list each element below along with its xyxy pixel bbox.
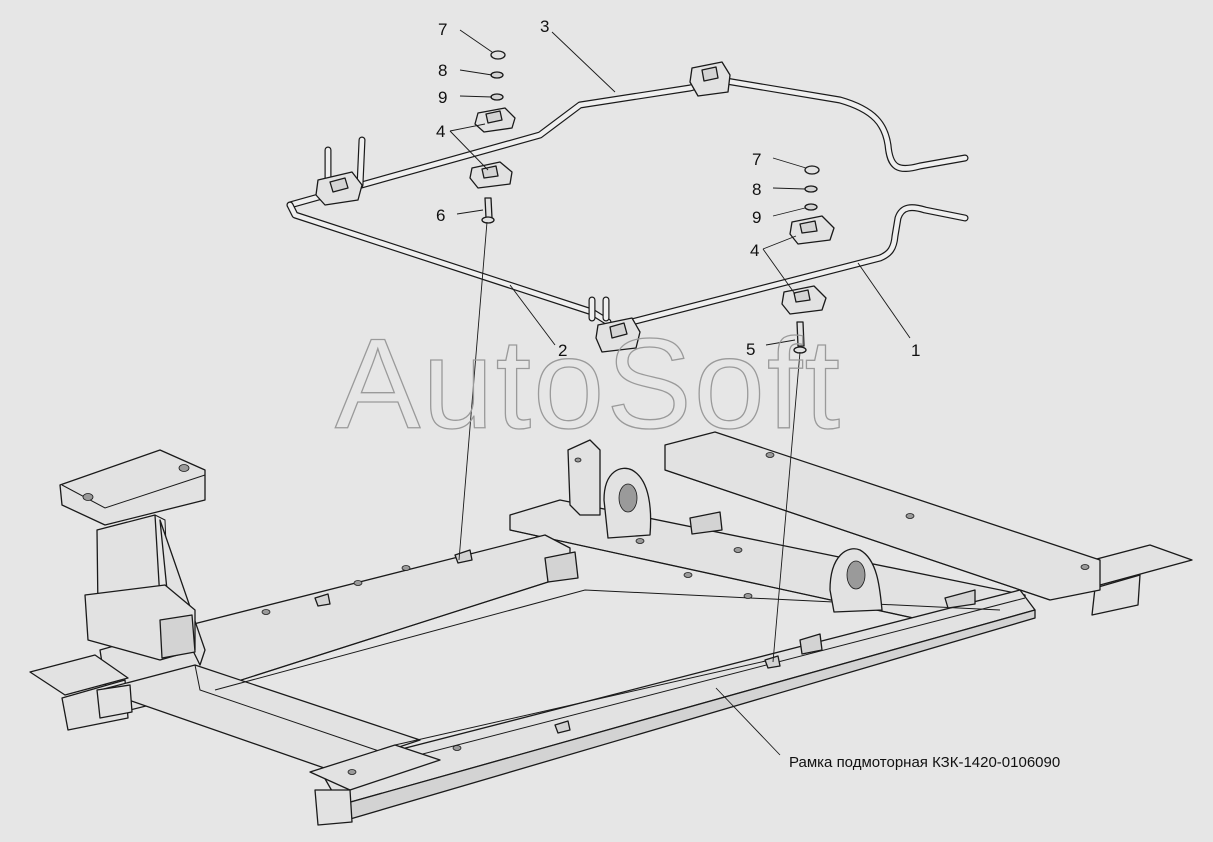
callout-4-left: 4 (436, 122, 445, 141)
callout-6: 6 (436, 206, 445, 225)
callout-7-right: 7 (752, 150, 761, 169)
callout-5: 5 (746, 340, 755, 359)
callout-8-right: 8 (752, 180, 761, 199)
left-axis-line (458, 221, 488, 561)
callout-7-left: 7 (438, 20, 447, 39)
callout-2: 2 (558, 341, 567, 360)
callout-labels: 7 8 9 4 6 3 2 7 8 9 4 5 1 (436, 17, 920, 360)
pipe-3 (286, 76, 969, 209)
watermark-text: AutoSoft (335, 313, 842, 456)
right-fastener-stack (781, 165, 835, 354)
callout-4-right: 4 (750, 241, 759, 260)
left-fastener-stack (469, 50, 516, 224)
pipe-2 (286, 201, 612, 326)
callout-3: 3 (540, 17, 549, 36)
callout-8-left: 8 (438, 61, 447, 80)
pipe-1 (616, 204, 969, 329)
callout-9-right: 9 (752, 208, 761, 227)
leader-lines (449, 29, 911, 756)
frame-caption: Рамка подмоторная КЗК-1420-0106090 (789, 754, 1060, 771)
clamp-blocks-on-pipes (315, 61, 731, 353)
right-axis-line (772, 351, 801, 663)
engine-subframe (29, 431, 1193, 826)
callout-1: 1 (911, 341, 920, 360)
callout-9-left: 9 (438, 88, 447, 107)
